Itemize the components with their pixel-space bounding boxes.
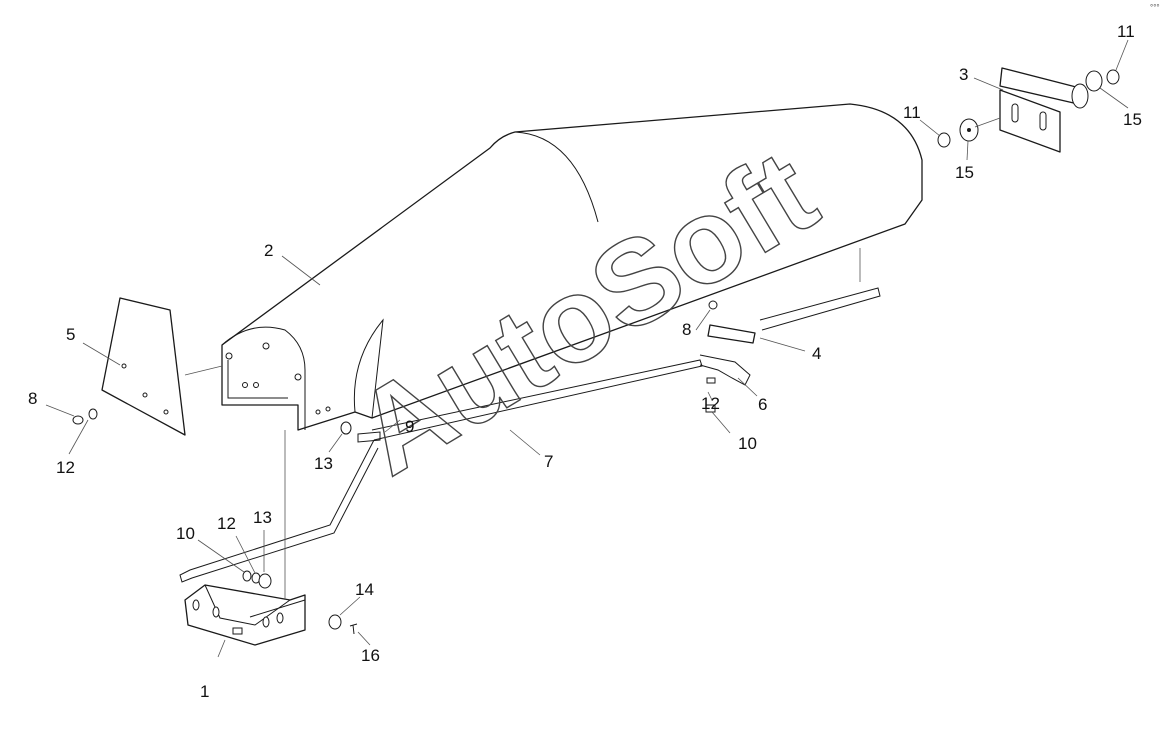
- callout-11b: 11: [903, 103, 921, 122]
- callout-7: 7: [544, 452, 553, 471]
- callout-11a: 11: [1117, 22, 1135, 41]
- callout-15b: 15: [955, 163, 974, 182]
- callout-3: 3: [959, 65, 968, 84]
- callout-15a: 15: [1123, 110, 1142, 129]
- corner-mark: °°°: [1150, 3, 1160, 12]
- hinge-fasteners: [937, 69, 1120, 148]
- callout-6: 6: [758, 395, 767, 414]
- callout-2: 2: [264, 241, 273, 260]
- callout-8b: 8: [682, 320, 691, 339]
- callout-12c: 12: [217, 514, 236, 533]
- callout-9: 9: [405, 417, 414, 436]
- callout-10b: 10: [176, 524, 195, 543]
- lower-bracket-part-1: [184, 430, 358, 646]
- side-plate-part-5: [101, 297, 223, 436]
- callout-10a: 10: [738, 434, 757, 453]
- callout-1: 1: [200, 682, 209, 701]
- bracket-part-6: [699, 300, 756, 413]
- callout-5: 5: [66, 325, 75, 344]
- bolt-and-washer: [72, 408, 381, 443]
- callout-13b: 13: [253, 508, 272, 527]
- callout-8a: 8: [28, 389, 37, 408]
- leader-lines: [45, 39, 1129, 658]
- callout-13a: 13: [314, 454, 333, 473]
- hinge-bracket-part-3: [999, 67, 1089, 153]
- callout-12b: 12: [701, 394, 720, 413]
- cover-part-2: [221, 103, 923, 431]
- callout-16: 16: [361, 646, 380, 665]
- rods: [179, 248, 881, 583]
- callout-4: 4: [812, 344, 821, 363]
- callout-12a: 12: [56, 458, 75, 477]
- callout-labels: 1 2 3 4 5 6 7 8 8 9 10 10 11 11 12 12 12…: [28, 22, 1142, 701]
- callout-14: 14: [355, 580, 374, 599]
